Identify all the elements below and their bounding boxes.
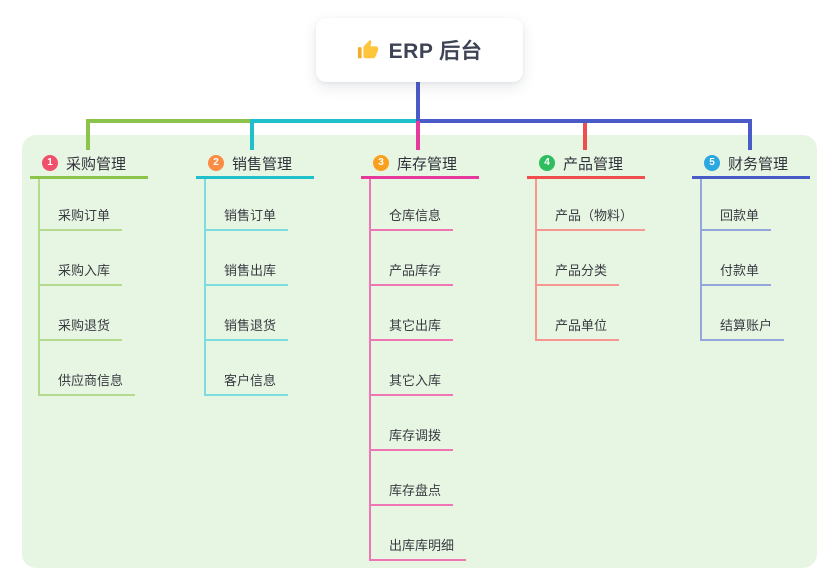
branch-label: 财务管理 — [728, 155, 789, 173]
branch-number-badge: 1 — [42, 155, 58, 171]
child-node[interactable]: 仓库信息 — [371, 179, 454, 231]
child-node[interactable]: 库存调拨 — [371, 427, 454, 451]
child-node[interactable]: 采购订单 — [40, 179, 123, 231]
branch-number-badge: 5 — [704, 155, 720, 171]
child-node[interactable]: 产品单位 — [537, 317, 620, 341]
branch-label: 库存管理 — [397, 155, 458, 173]
child-node[interactable]: 回款单 — [702, 179, 772, 231]
connector-drop-line — [86, 119, 90, 150]
child-node[interactable]: 销售退货 — [206, 317, 289, 341]
child-node[interactable]: 付款单 — [702, 262, 772, 286]
branch-采购管理: 1 采购管理 采购订单采购入库采购退货供应商信息 — [30, 150, 148, 396]
child-node[interactable]: 客户信息 — [206, 372, 289, 396]
child-node[interactable]: 产品分类 — [537, 262, 620, 286]
child-node[interactable]: 其它入库 — [371, 372, 454, 396]
branch-number-badge: 3 — [373, 155, 389, 171]
child-node[interactable]: 产品（物料） — [537, 179, 646, 231]
branch-header[interactable]: 3 库存管理 — [361, 150, 479, 179]
branch-children: 产品（物料） 产品分类产品单位 — [535, 179, 646, 341]
child-node[interactable]: 采购入库 — [40, 262, 123, 286]
root-node-label: ERP 后台 — [388, 40, 483, 63]
branch-产品管理: 4 产品管理 产品（物料） 产品分类产品单位 — [527, 150, 646, 341]
branch-label: 采购管理 — [66, 155, 127, 173]
child-node[interactable]: 结算账户 — [702, 317, 785, 341]
connector-rail-segment — [86, 119, 252, 123]
branch-header[interactable]: 4 产品管理 — [527, 150, 645, 179]
child-node[interactable]: 出库库明细 — [371, 537, 467, 561]
branch-header[interactable]: 1 采购管理 — [30, 150, 148, 179]
connector-drop-line — [250, 119, 254, 150]
child-node[interactable]: 库存盘点 — [371, 482, 454, 506]
root-stem-line — [416, 82, 420, 123]
branch-children: 销售订单销售出库销售退货客户信息 — [204, 179, 289, 396]
child-node[interactable]: 供应商信息 — [40, 372, 136, 396]
connector-drop-line — [748, 119, 752, 150]
branch-label: 产品管理 — [563, 155, 624, 173]
child-node[interactable]: 产品库存 — [371, 262, 454, 286]
child-node[interactable]: 销售出库 — [206, 262, 289, 286]
branch-财务管理: 5 财务管理 回款单付款单结算账户 — [692, 150, 810, 341]
thumbs-up-icon — [357, 39, 379, 61]
branch-number-badge: 4 — [539, 155, 555, 171]
branch-header[interactable]: 2 销售管理 — [196, 150, 314, 179]
branches-panel — [22, 135, 817, 568]
child-node[interactable]: 其它出库 — [371, 317, 454, 341]
connector-rail-segment — [250, 119, 418, 123]
branch-库存管理: 3 库存管理 仓库信息产品库存其它出库其它入库库存调拨库存盘点出库库明细 — [361, 150, 479, 561]
child-node[interactable]: 采购退货 — [40, 317, 123, 341]
branch-label: 销售管理 — [232, 155, 293, 173]
connector-drop-line — [583, 123, 587, 150]
root-node[interactable]: ERP 后台 — [316, 18, 523, 82]
child-node[interactable]: 销售订单 — [206, 179, 289, 231]
branch-children: 仓库信息产品库存其它出库其它入库库存调拨库存盘点出库库明细 — [369, 179, 467, 561]
branch-销售管理: 2 销售管理 销售订单销售出库销售退货客户信息 — [196, 150, 314, 396]
connector-rail-segment — [416, 119, 752, 123]
branch-children: 回款单付款单结算账户 — [700, 179, 785, 341]
branch-number-badge: 2 — [208, 155, 224, 171]
branch-header[interactable]: 5 财务管理 — [692, 150, 810, 179]
connector-drop-line — [416, 121, 420, 150]
branch-children: 采购订单采购入库采购退货供应商信息 — [38, 179, 136, 396]
